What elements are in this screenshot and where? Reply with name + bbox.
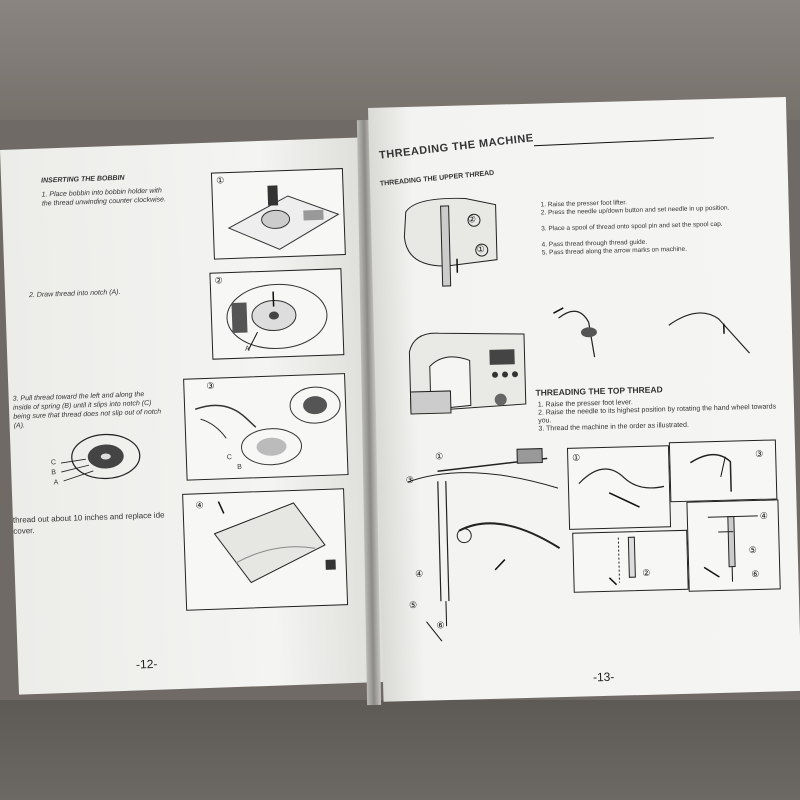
detail-box-1: ① [566, 445, 672, 530]
figure-4-box: ④ [182, 488, 349, 611]
upper-step-3: 3. Place a spool of thread onto spool pi… [541, 220, 723, 233]
bobbin-case-illustration [60, 433, 141, 482]
top-thread-title: THREADING THE TOP THREAD [535, 384, 663, 398]
cover-plate-drawing [213, 501, 336, 584]
page-title: THREADING THE MACHINE [378, 132, 535, 162]
background-table [0, 700, 800, 800]
detail-box-456: ④ ⑤ ⑥ [686, 499, 781, 592]
path-number-1: ① [435, 451, 444, 462]
label-c: C [50, 459, 57, 467]
figure-3-label-c: C [226, 454, 233, 462]
path-number-6: ⑥ [436, 620, 445, 631]
figure-2-label-a: A [244, 345, 250, 353]
presser-foot-drawings [553, 307, 750, 358]
path-number-5: ⑤ [408, 599, 418, 611]
full-machine-drawing [408, 332, 527, 415]
title-rule [534, 137, 714, 147]
right-page-number: -13- [592, 669, 615, 685]
tension-disc-drawing [608, 536, 636, 586]
figure-3-label-b: B [237, 463, 243, 471]
thread-guide-drawing [578, 468, 665, 508]
notch-a-drawing [226, 283, 328, 351]
bobbin-step-4: thread out about 10 inches and replace i… [12, 510, 165, 536]
right-page: THREADING THE MACHINE THREADING THE UPPE… [368, 97, 800, 702]
path-number-3: ③ [405, 474, 414, 486]
path-number-4: ④ [415, 568, 424, 579]
figure-3-box: ③ C B [183, 373, 349, 481]
upper-fig-number-1: ① [476, 243, 485, 255]
left-page-number: -12- [135, 656, 158, 672]
upper-fig-number-2: ② [467, 214, 477, 225]
detail-box-3: ③ [668, 439, 778, 503]
threading-path-diagram [407, 448, 561, 642]
label-b: B [51, 469, 57, 477]
left-page: INSERTING THE BOBBIN 1. Place bobbin int… [0, 137, 389, 695]
bobbin-step-2: 2. Draw thread into notch (A). [28, 288, 121, 300]
section-title: INSERTING THE BOBBIN [40, 174, 125, 185]
upper-thread-figure: ② ① [385, 189, 518, 292]
bobbin-holder-drawing [227, 185, 340, 250]
needle-threading-drawing [703, 515, 758, 582]
figure-2-box: ② A [209, 268, 345, 360]
bobbin-step-1: 1. Place bobbin into bobbin holder with … [41, 187, 167, 208]
upper-thread-subtitle: THREADING THE UPPER THREAD [379, 169, 495, 188]
label-a: A [53, 479, 59, 487]
spring-notch-drawing [194, 386, 341, 466]
detail-box-2: ② [572, 529, 689, 593]
machine-head-drawing [403, 197, 498, 287]
figure-1-box: ① [210, 168, 346, 260]
take-up-lever-drawing [689, 453, 732, 492]
